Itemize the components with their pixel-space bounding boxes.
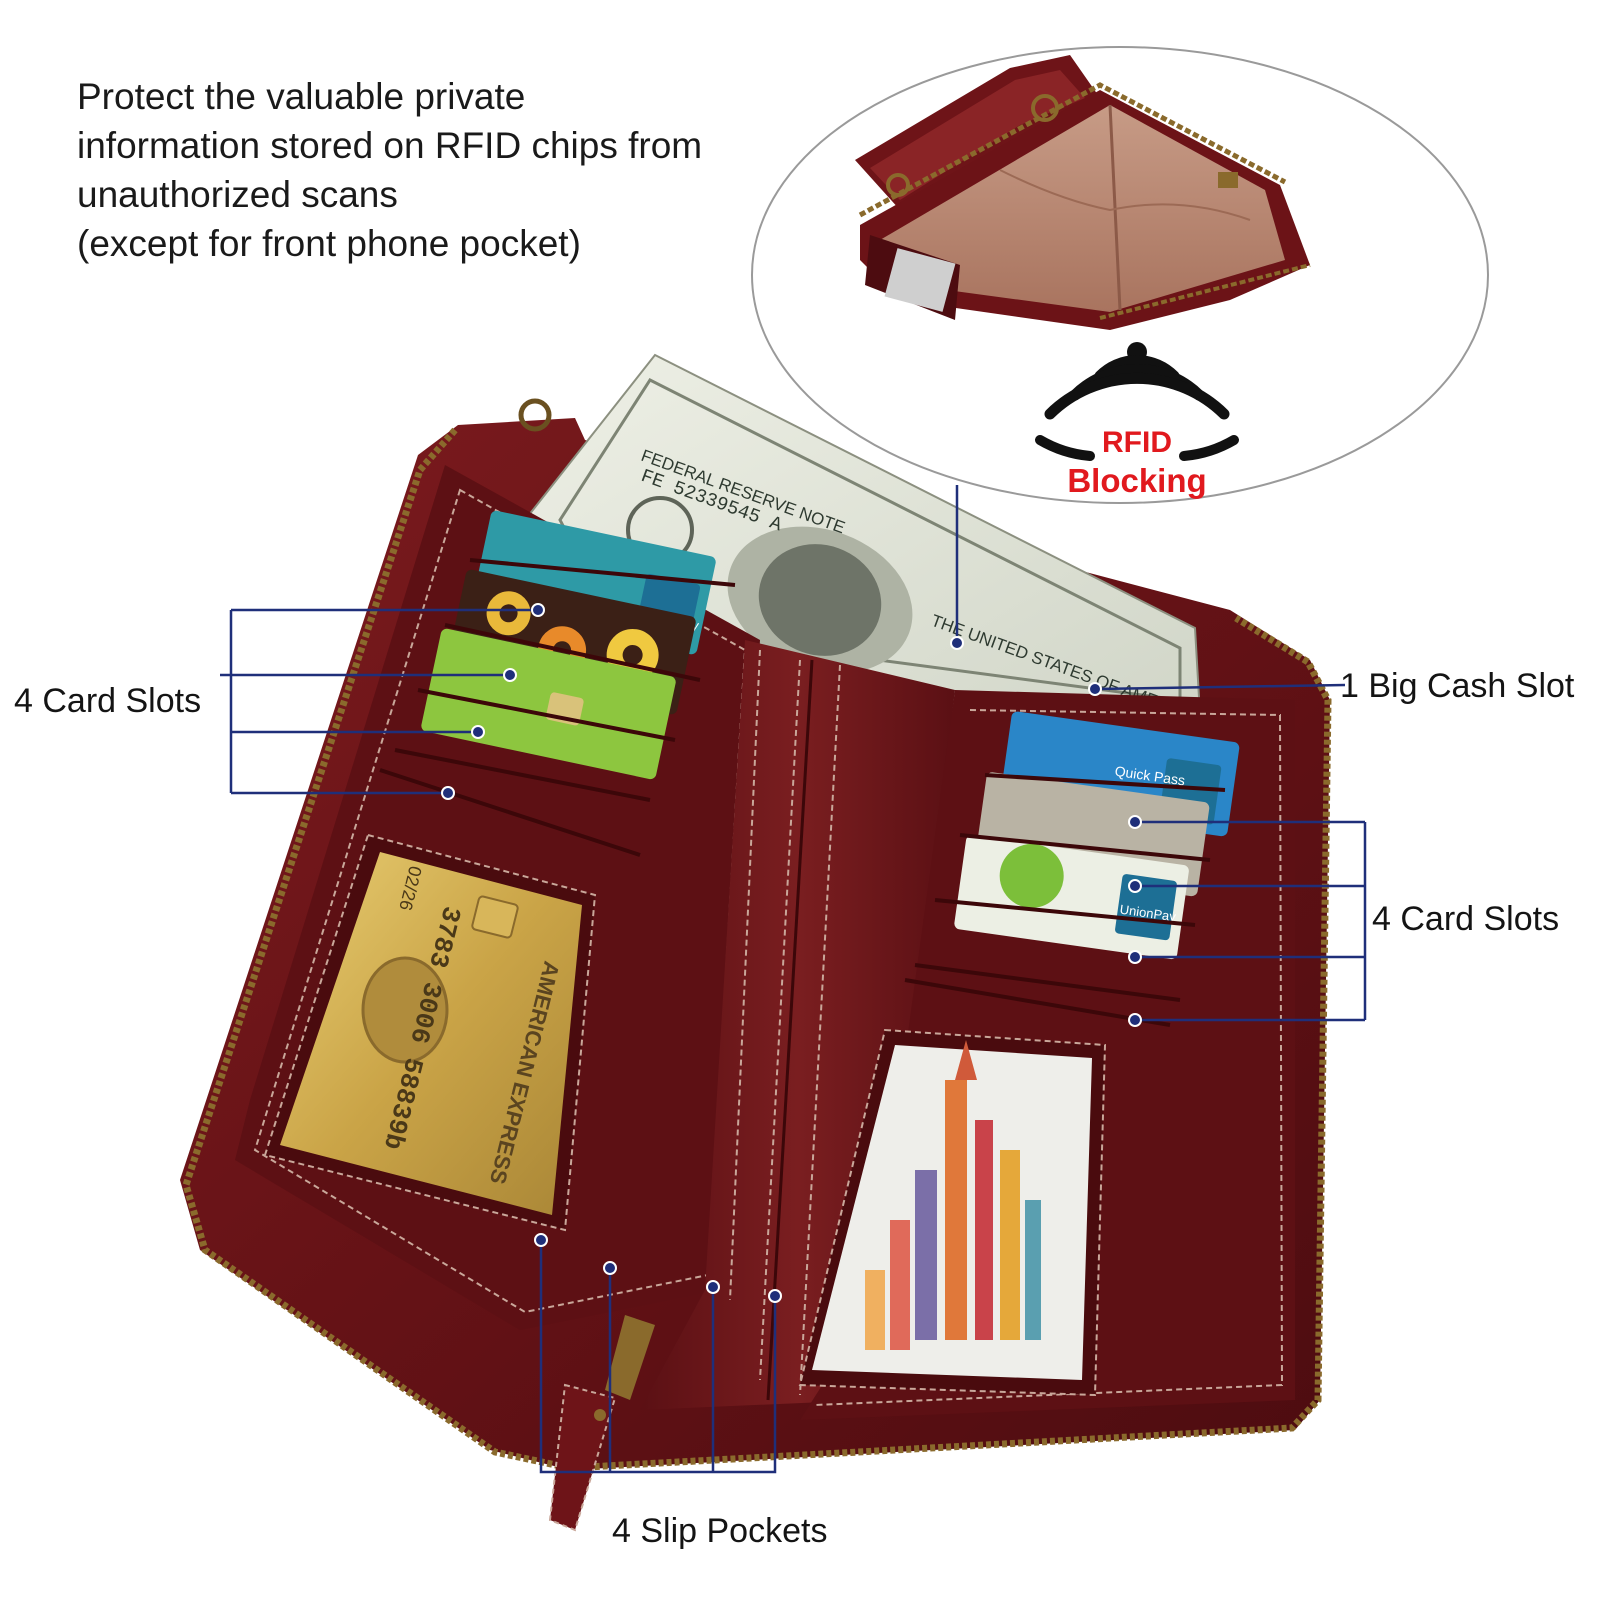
wallet: FEDERAL RESERVE NOTE FE 52339545 A THE U… [180, 353, 1332, 1532]
headline-line-2: information stored on RFID chips from [77, 125, 703, 166]
callout-left-card-slots: 4 Card Slots [14, 682, 202, 720]
open-wallet-illustration [855, 55, 1311, 330]
rfid-signal-icon [1035, 342, 1239, 461]
right-card-stack: Quick Pass UnionPay [954, 711, 1240, 960]
skyline-art [865, 1040, 1041, 1350]
zipper-track [182, 427, 1332, 1472]
right-id-window [798, 1028, 1107, 1397]
headline-line-1: Protect the valuable private [77, 76, 526, 117]
callout-lines [220, 485, 1367, 1474]
callout-slip-pockets: 4 Slip Pockets [612, 1512, 828, 1550]
callout-right-card-slots: 4 Card Slots [1372, 900, 1560, 938]
callout-cash-slot: 1 Big Cash Slot [1340, 667, 1575, 705]
zipper-ring-icon [518, 398, 552, 432]
cash-bill: FEDERAL RESERVE NOTE FE 52339545 A THE U… [523, 353, 1202, 772]
left-slot-lines [379, 558, 736, 857]
rfid-label-line1: RFID [1102, 426, 1172, 459]
headline-line-4: (except for front phone pocket) [77, 223, 581, 264]
headline-line-3: unauthorized scans [77, 174, 398, 215]
callout-dots [441, 603, 1142, 1303]
rfid-label-line2: Blocking [1067, 462, 1206, 499]
zipper-pull-icon [548, 1315, 655, 1532]
rfid-inset: RFID Blocking [751, 46, 1489, 504]
headline: Protect the valuable private information… [77, 72, 797, 268]
right-slot-lines [904, 773, 1226, 1027]
left-id-window: AMERICAN EXPRESS 3783 3006 58839b 02/26 [263, 833, 597, 1232]
